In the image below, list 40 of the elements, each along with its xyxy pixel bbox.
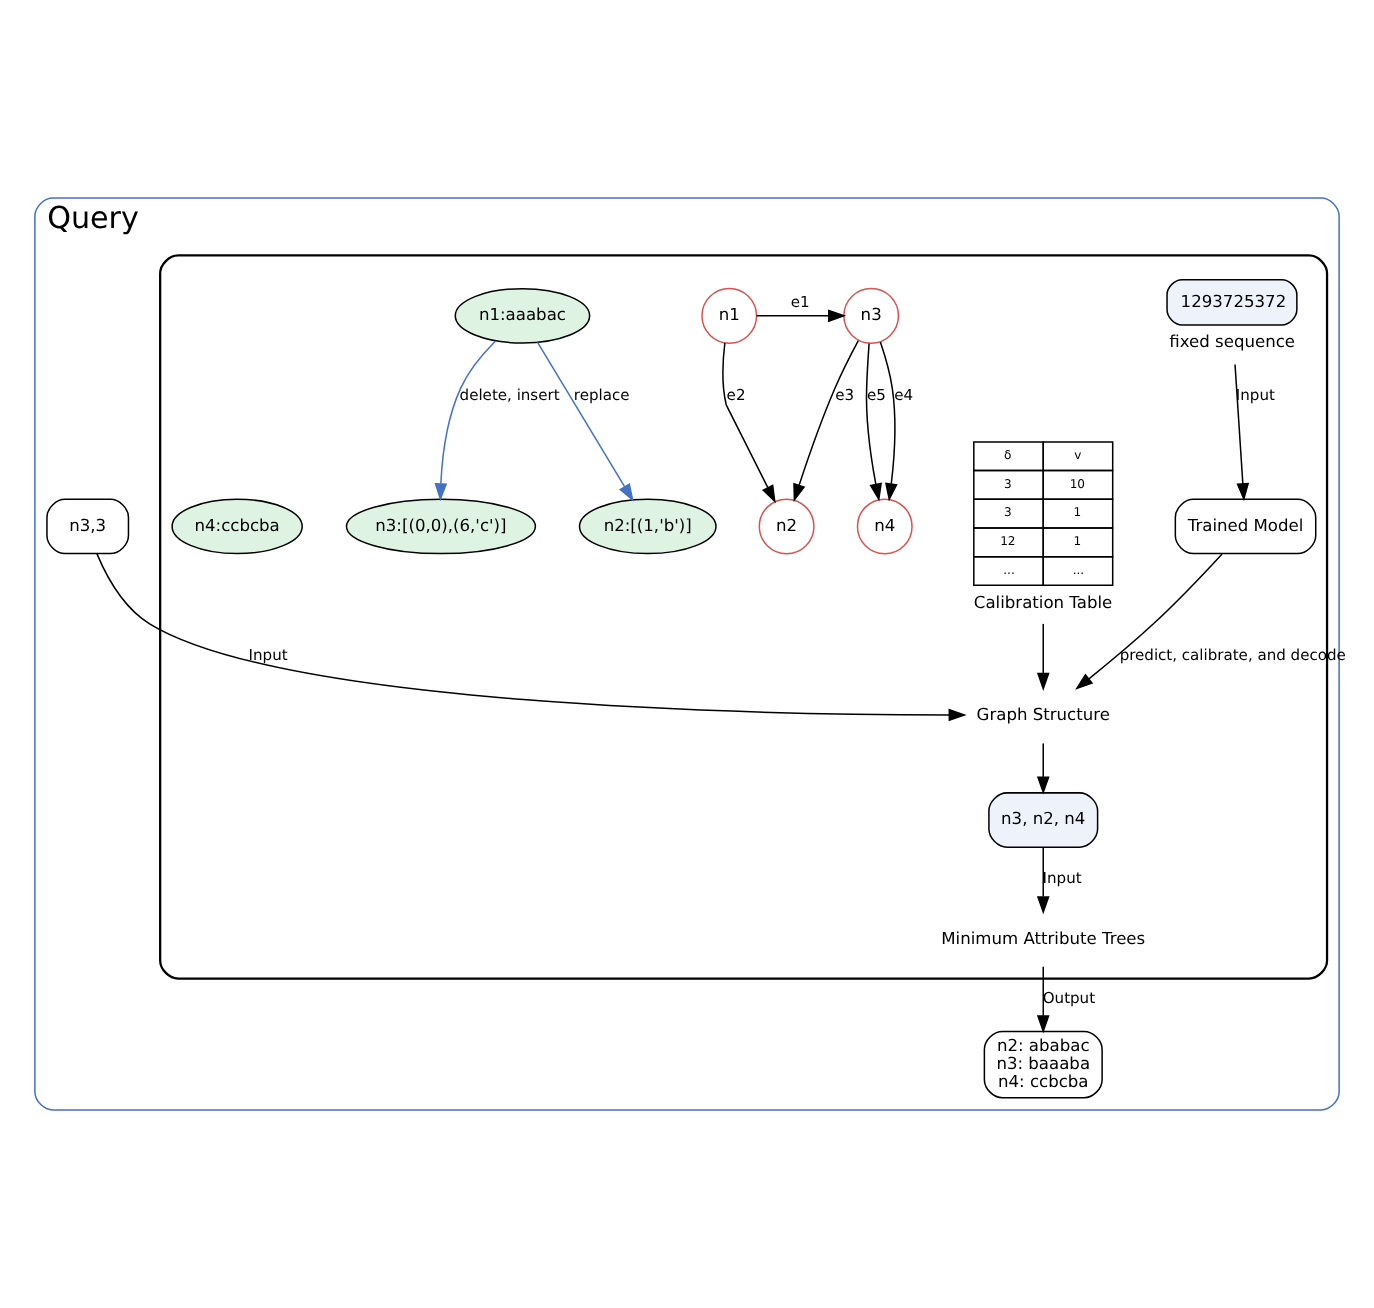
node-text: Minimum Attribute Trees	[941, 927, 1146, 948]
arrow	[1036, 623, 1050, 691]
edge-label: e4	[894, 386, 914, 405]
node-box: Trained Model	[1174, 498, 1317, 555]
arrow	[879, 341, 898, 502]
edge-label: Input	[1042, 869, 1082, 888]
arrow	[434, 340, 497, 502]
node-circle: n1	[701, 287, 758, 344]
arrow	[1036, 966, 1050, 1034]
edge-label: Output	[1042, 988, 1096, 1007]
edge-label: delete, insert	[459, 386, 560, 405]
edge-label: Input	[248, 646, 288, 665]
node-box: n3, n2, n4	[988, 792, 1099, 848]
node-ellipse: n3:[(0,0),(6,'c')]	[345, 498, 537, 555]
arrow	[755, 309, 847, 323]
arrow	[865, 342, 882, 502]
edge-label: replace	[573, 386, 630, 405]
node-label: Calibration Table	[973, 591, 1113, 612]
arrow	[96, 553, 967, 722]
edge-label: e5	[867, 386, 886, 405]
edge-label: e2	[726, 386, 746, 405]
arrow	[1234, 363, 1250, 502]
edge-label: e1	[790, 292, 810, 311]
node-circle: n2	[758, 498, 815, 555]
edge-label: e3	[835, 386, 855, 405]
arrow	[793, 339, 860, 503]
arrow	[1036, 846, 1050, 915]
node-ellipse: n1:aaabac	[454, 287, 591, 344]
node-ellipse: n4:ccbcba	[171, 498, 303, 555]
node-label: fixed sequence	[1169, 331, 1296, 352]
arrow	[1036, 742, 1050, 795]
arrow	[536, 341, 634, 502]
arrow	[722, 342, 776, 504]
node-circle: n4	[856, 498, 913, 555]
node-box: n3,3	[46, 498, 130, 555]
arrow	[1075, 553, 1223, 690]
node-circle: n3	[843, 287, 900, 344]
node-box: n2: ababac n3: baaaba n4: ccbcba	[983, 1030, 1103, 1099]
node-text: Graph Structure	[976, 704, 1110, 725]
node-ellipse: n2:[(1,'b')]	[578, 498, 717, 555]
